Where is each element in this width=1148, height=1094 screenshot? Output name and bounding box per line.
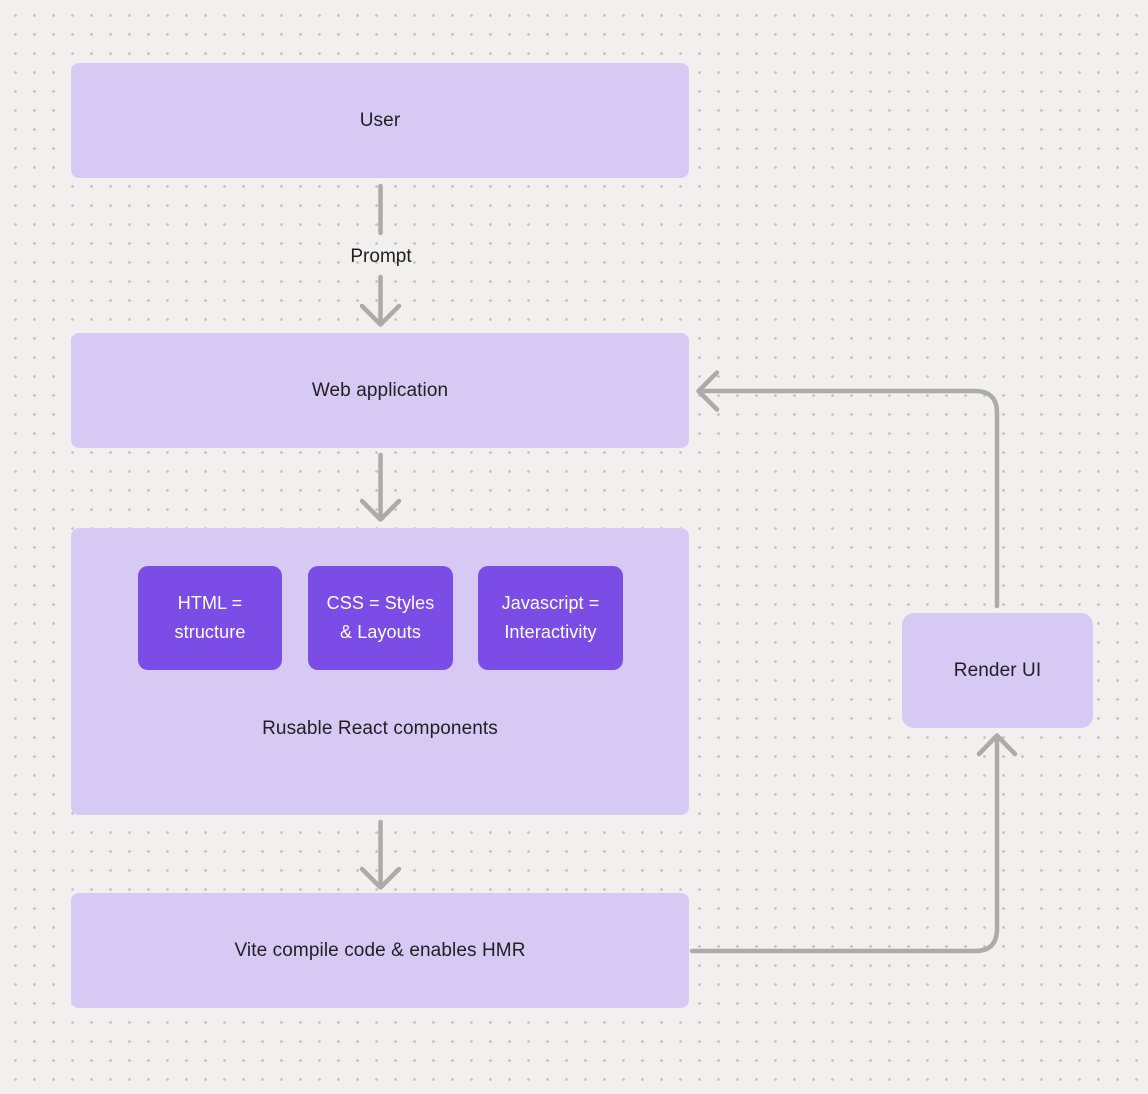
node-vite[interactable]: Vite compile code & enables HMR [71, 893, 689, 1008]
node-render-ui[interactable]: Render UI [902, 613, 1093, 728]
edge-vite-renderui-arrowhead-icon [976, 733, 1018, 757]
node-css-styles-label: CSS = Styles & Layouts [326, 592, 435, 642]
node-components-group[interactable]: HTML = structure CSS = Styles & Layouts … [71, 528, 689, 815]
node-html-structure-label: HTML = structure [174, 592, 246, 642]
node-web-application-label: Web application [311, 379, 449, 401]
node-css-styles[interactable]: CSS = Styles & Layouts [308, 566, 453, 670]
edge-webapp-group-arrowhead-icon [359, 498, 402, 522]
edge-label-prompt: Prompt [350, 246, 412, 267]
node-user-label: User [359, 109, 401, 131]
components-group-caption: Rusable React components [262, 718, 498, 739]
node-vite-label: Vite compile code & enables HMR [234, 939, 526, 961]
node-html-structure[interactable]: HTML = structure [138, 566, 282, 670]
node-render-ui-label: Render UI [953, 659, 1042, 681]
edge-group-vite-arrowhead-icon [359, 866, 402, 890]
node-javascript-interactivity[interactable]: Javascript = Interactivity [478, 566, 623, 670]
node-user[interactable]: User [71, 63, 689, 178]
edge-user-webapp-arrowhead-icon [359, 303, 402, 327]
edge-renderui-webapp-arrowhead-icon [696, 370, 720, 412]
node-javascript-interactivity-label: Javascript = Interactivity [501, 592, 600, 642]
node-web-application[interactable]: Web application [71, 333, 689, 448]
edge-renderui-webapp-line [699, 388, 1000, 609]
edge-vite-renderui-line [689, 738, 1000, 954]
